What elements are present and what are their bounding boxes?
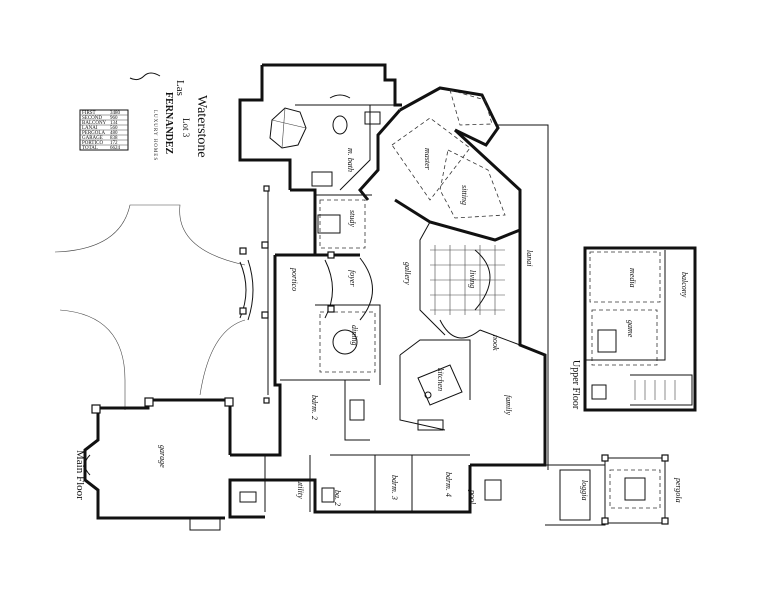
loggia-pergola bbox=[545, 454, 669, 526]
living-floor-grid bbox=[430, 245, 505, 339]
svg-text:TOTAL: TOTAL bbox=[82, 146, 98, 151]
room-lanai: lanai bbox=[525, 250, 534, 266]
svg-text:PORTICO: PORTICO bbox=[82, 141, 103, 146]
svg-text:6624: 6624 bbox=[110, 146, 121, 151]
svg-text:BALCONY: BALCONY bbox=[82, 121, 107, 126]
room-m-bath: m. bath bbox=[346, 148, 355, 172]
svg-text:Las: Las bbox=[174, 80, 186, 96]
svg-text:LUXURY HOMES: LUXURY HOMES bbox=[152, 110, 157, 161]
portico bbox=[239, 185, 373, 404]
svg-text:172: 172 bbox=[110, 141, 118, 146]
svg-text:480: 480 bbox=[110, 131, 118, 136]
room-nook: nook bbox=[491, 335, 500, 351]
title-block: Waterstone Lot 3 Las FERNANDEZ LUXURY HO… bbox=[129, 72, 209, 161]
svg-text:SECOND: SECOND bbox=[82, 116, 102, 121]
room-ba-2: ba. 2 bbox=[333, 490, 342, 506]
room-portico: portico bbox=[290, 267, 299, 291]
main-floor-walls bbox=[83, 63, 549, 520]
room-loggia: loggia bbox=[580, 480, 589, 500]
master-bath-fixtures bbox=[269, 94, 381, 234]
interior-walls bbox=[264, 104, 521, 512]
room-gallery: gallery bbox=[403, 262, 412, 285]
room-garage: garage bbox=[158, 445, 167, 468]
garage-doors bbox=[84, 397, 234, 531]
builder-logo: Las FERNANDEZ LUXURY HOMES bbox=[129, 72, 186, 161]
svg-text:GARAGE: GARAGE bbox=[82, 136, 103, 141]
svg-text:560: 560 bbox=[110, 126, 118, 131]
room-foyer: foyer bbox=[348, 270, 357, 287]
room-labels: m. bath master sitting study portico foy… bbox=[158, 148, 689, 506]
room-pergola: pergola bbox=[674, 477, 683, 503]
svg-text:LANAI: LANAI bbox=[82, 126, 98, 131]
room-dining: dining bbox=[350, 325, 359, 345]
room-balcony: balcony bbox=[680, 272, 689, 298]
room-family: family bbox=[504, 395, 513, 415]
room-bdrm-4: bdrm. 4 bbox=[444, 472, 453, 497]
driveway bbox=[54, 204, 246, 410]
svg-text:3480: 3480 bbox=[110, 111, 121, 116]
svg-text:FIRST: FIRST bbox=[82, 111, 96, 116]
plan-title: Waterstone bbox=[194, 95, 209, 158]
upper-floor-label: Upper Floor bbox=[570, 360, 581, 410]
bath-fixtures-lower bbox=[239, 399, 502, 503]
svg-text:838: 838 bbox=[110, 136, 118, 141]
svg-text:FERNANDEZ: FERNANDEZ bbox=[163, 92, 174, 155]
room-pool: pool bbox=[468, 489, 477, 505]
room-media: media bbox=[628, 268, 637, 288]
svg-text:134: 134 bbox=[110, 121, 118, 126]
room-bdrm-2: bdrm. 2 bbox=[310, 395, 319, 420]
room-study: study bbox=[348, 210, 357, 227]
svg-text:960: 960 bbox=[110, 116, 118, 121]
upper-floor-walls bbox=[583, 246, 697, 412]
room-game: game bbox=[626, 320, 635, 338]
room-kitchen: kitchen bbox=[436, 368, 445, 391]
square-footage-table: FIRST 3480 SECOND 960 BALCONY 134 LANAI … bbox=[79, 109, 129, 151]
main-floor-label: Main Floor bbox=[74, 450, 86, 500]
room-bdrm-3: bdrm. 3 bbox=[390, 475, 399, 500]
room-utility: utility bbox=[296, 480, 305, 499]
room-living: living bbox=[468, 270, 477, 288]
room-master: master bbox=[423, 148, 432, 171]
ceiling-details bbox=[319, 89, 661, 509]
lot-number: Lot 3 bbox=[181, 118, 191, 138]
kitchen-island bbox=[417, 364, 463, 431]
svg-text:PERGOLA: PERGOLA bbox=[82, 131, 105, 136]
room-sitting: sitting bbox=[460, 185, 469, 205]
